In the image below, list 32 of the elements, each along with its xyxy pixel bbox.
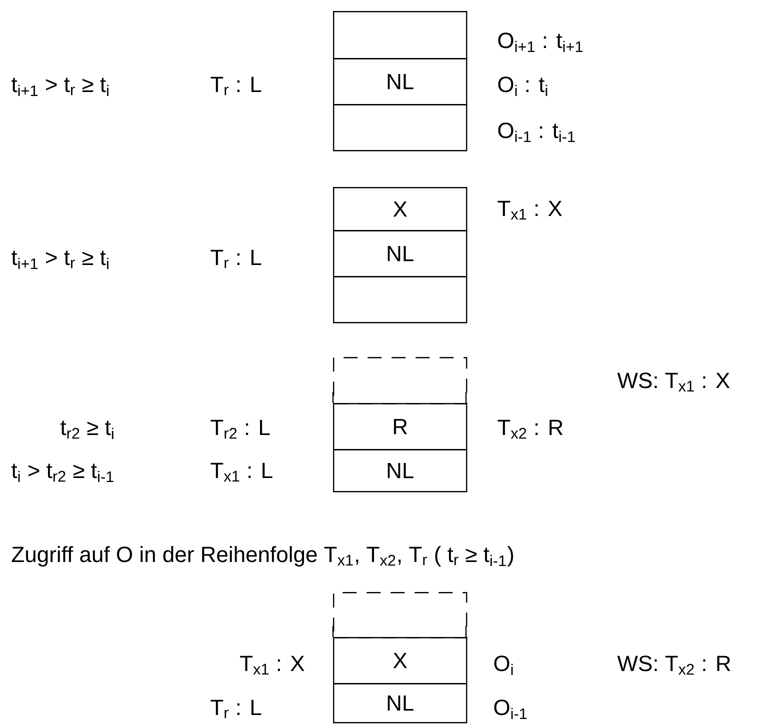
label-text: O$_{i-1}$ <box>494 700 527 720</box>
label-text: t$_{i+1}$ > t$_{r}$ ≥ t$_{i}$ <box>12 250 108 270</box>
empty-cell <box>333 276 468 324</box>
label-text: T$_{r}$ : L <box>210 700 262 718</box>
label-text: O$_{i}$ <box>494 656 513 676</box>
label-text: T$_{r}$ : L <box>210 76 262 96</box>
lock-cell: NL <box>333 58 468 106</box>
label-text: O$_{i+1}$ : t$_{i+1}$ <box>498 32 582 52</box>
empty-cell <box>333 104 468 152</box>
label-text: T$_{x2}$ : R <box>498 420 563 439</box>
label-text: T$_{x1}$ : X <box>240 656 304 674</box>
dashed-cell <box>333 592 468 638</box>
label-text: t$_{i}$ > t$_{r2}$ ≥ t$_{i-1}$ <box>12 464 114 482</box>
label-text: Zugriff auf O in der Reihenfolge T$_{x1}$, T$_{x2}$, T$_{r}$ ( t$_{r}$ ≥ t$_{i-1}$) <box>12 546 514 567</box>
label-text: T$_{x1}$ : L <box>210 462 272 482</box>
label-text: O$_{i}$ : t$_{i}$ <box>498 76 548 96</box>
lock-cell: R <box>333 403 468 450</box>
lock-cell: NL <box>333 683 468 724</box>
label-text: t$_{r2}$ ≥ t$_{i}$ <box>60 420 114 440</box>
lock-cell: NL <box>333 230 468 278</box>
label-text: T$_{r2}$ : L <box>210 420 270 439</box>
label-text: O$_{i-1}$ : t$_{i-1}$ <box>498 122 575 142</box>
label-text: T$_{x1}$ : X <box>498 200 562 220</box>
lock-cell: X <box>333 637 468 684</box>
lock-cell: X <box>333 187 468 232</box>
label-text: T$_{r}$ : L <box>210 250 262 268</box>
dashed-cell <box>333 357 468 404</box>
lock-cell: NL <box>333 449 468 492</box>
label-text: WS: T$_{x2}$ : R <box>617 656 730 675</box>
empty-cell <box>333 11 468 60</box>
label-text: WS: T$_{x1}$ : X <box>617 372 730 392</box>
label-text: t$_{i+1}$ > t$_{r}$ ≥ t$_{i}$ <box>12 78 108 96</box>
